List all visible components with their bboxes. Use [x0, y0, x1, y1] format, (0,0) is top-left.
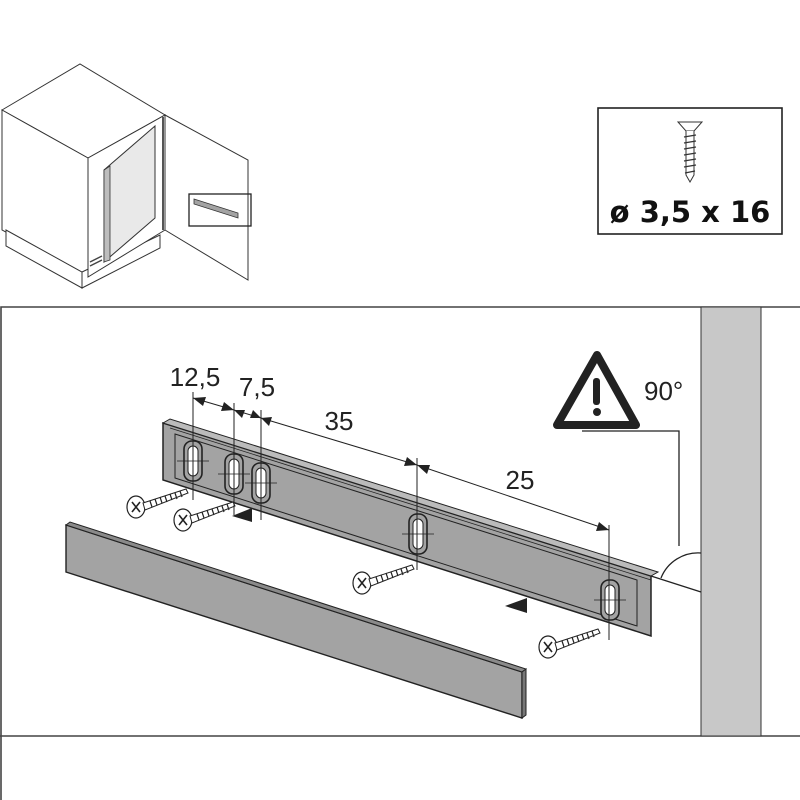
- cabinet-overview: [0, 63, 252, 289]
- dimension-35: 35: [325, 406, 354, 436]
- direction-arrows: [232, 508, 527, 613]
- dimension-arrowheads: [193, 397, 609, 531]
- mounting-rail: [161, 418, 660, 638]
- screw-2: [173, 501, 236, 532]
- dimension-12-5: 12,5: [170, 362, 221, 392]
- door-panel-section: [700, 306, 762, 737]
- warning-triangle-icon: [553, 351, 640, 429]
- dimension-lines: [192, 392, 610, 640]
- cover-strip: [64, 521, 528, 719]
- dimension-7-5: 7,5: [239, 372, 275, 402]
- right-angle-indicator: [582, 430, 702, 593]
- detail-frame: [0, 306, 800, 800]
- rail-position-marker: [193, 198, 239, 219]
- screw-4: [538, 628, 601, 659]
- angle-label: 90°: [644, 376, 683, 406]
- countersunk-screw-icon: [676, 121, 704, 184]
- screw-size-label: ø 3,5 x 16: [610, 195, 771, 229]
- screw-3: [352, 564, 415, 595]
- detail-marker-box: [188, 193, 252, 227]
- dimension-25: 25: [506, 465, 535, 495]
- arrow-left-icon: [232, 508, 252, 522]
- arrow-left-icon: [505, 598, 527, 613]
- screw-spec-box: ø 3,5 x 16: [597, 107, 783, 235]
